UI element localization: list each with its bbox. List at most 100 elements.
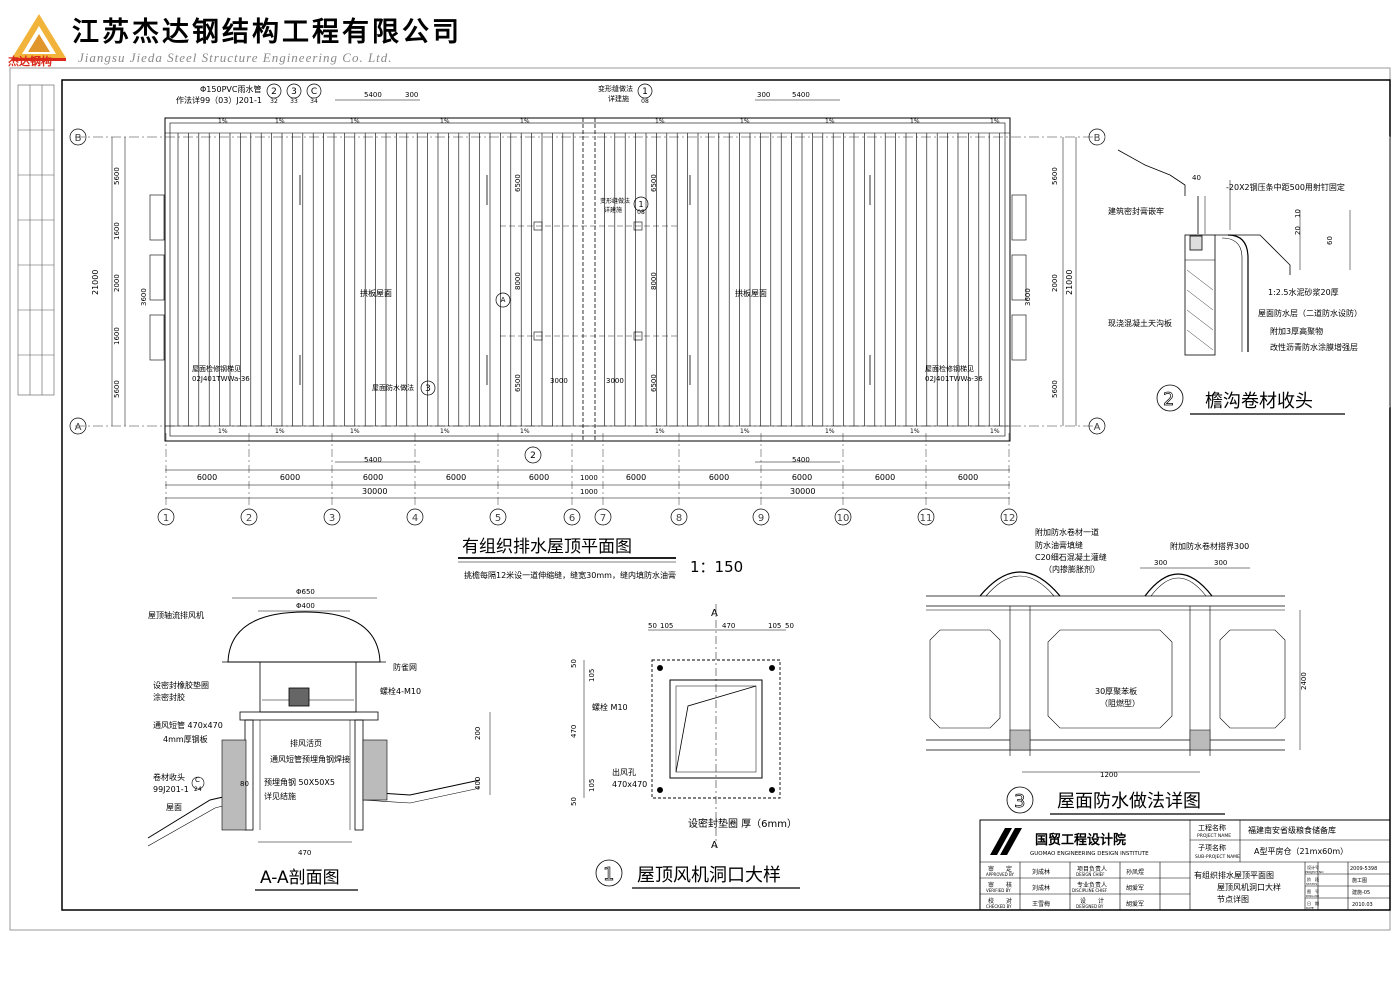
tb-verified-en: VERIFIED BY: [986, 888, 1011, 893]
dim-mid-8000: 8000: [514, 272, 522, 290]
callout-a-mid: A: [501, 296, 506, 304]
svg-text:1: 1: [163, 513, 169, 524]
detail-gutter-labels: 40 -20X2钢压条中距500用射钉固定 建筑密封膏嵌牢 20 10 60 1…: [1108, 174, 1362, 415]
axis-bubble-A: A: [1088, 417, 1106, 435]
tb-institute-en: GUOMAO ENGINEERING DESIGN INSTITUTE: [1030, 851, 1149, 857]
fo-d105-l: 105: [660, 622, 673, 630]
slope-label: 1%: [350, 118, 360, 125]
tb-checked-en: CHECKED BY: [986, 904, 1012, 909]
aa-d80: 80: [240, 780, 249, 788]
tb-dwg-label-en: DWG.NO: [1306, 894, 1320, 898]
slope-label: 1%: [440, 118, 450, 125]
roof-right-label: 拱板屋面: [735, 288, 767, 298]
axis-bubble-12: 12: [1000, 433, 1018, 526]
fo-side-50a: 50: [570, 659, 578, 668]
axis-bubble-5: 5: [489, 433, 507, 526]
pipe-label: Φ150PVC雨水管: [200, 84, 261, 94]
tb-status-label: 阶 段: [1307, 876, 1319, 882]
dim-top-300-a: 300: [405, 91, 418, 99]
roof-ribs: [177, 133, 1000, 426]
dim-mid-8000-b: 8000: [650, 272, 658, 290]
aa-roof: 屋面: [166, 803, 182, 812]
svg-text:9: 9: [758, 513, 764, 524]
title-block-text: 国贸工程设计院 GUOMAO ENGINEERING DESIGN INSTIT…: [986, 823, 1377, 910]
bay-dim-label: 6000: [363, 473, 383, 482]
dim-right-5600-b: 5600: [1051, 380, 1059, 398]
dim-total-right: 30000: [790, 487, 815, 496]
dim-top-300-b: 300: [757, 91, 770, 99]
tb-sub-label: 子项名称: [1198, 843, 1226, 852]
axis-bubble-3: 3: [323, 433, 341, 526]
svg-text:5: 5: [495, 513, 501, 524]
axis-bubble-11: 11: [917, 433, 935, 526]
callout-3: 3: [291, 87, 297, 97]
slope-label: 1%: [825, 428, 835, 435]
tb-status-label-en: STATUS: [1306, 882, 1317, 886]
slope-label: 1%: [275, 118, 285, 125]
tb-projno-label-en: PROJECT NO: [1305, 870, 1324, 874]
svg-text:10: 10: [837, 513, 850, 524]
tb-title1: 有组织排水屋顶平面图: [1194, 870, 1274, 880]
slope-label: 1%: [350, 428, 360, 435]
detail2-title: 檐沟卷材收头: [1205, 391, 1313, 412]
tb-project-label: 工程名称: [1198, 823, 1226, 832]
aa-mesh: 防雀网: [393, 662, 417, 672]
bay-dim-label: 6000: [197, 473, 217, 482]
detail-roof-labels: 附加防水卷材一道 防水油膏填缝 C20细石混凝土灌缝 （内掺膨胀剂） 附加防水卷…: [1006, 527, 1308, 815]
bay-dim-label: 6000: [875, 473, 895, 482]
slope-label: 1%: [218, 118, 228, 125]
slope-labels: 1%1%1%1%1%1%1%1%1%1%1%1%1%1%1%1%1%1%1%1%: [218, 118, 1000, 435]
detail-fan-opening: [583, 604, 786, 848]
bay-dim-label: 6000: [626, 473, 646, 482]
fo-side-50b: 50: [570, 797, 578, 806]
axis-bubble-9: 9: [752, 433, 770, 526]
slope-label: 1%: [218, 428, 228, 435]
aa-louver: 排风活页: [290, 738, 322, 748]
gutter-20: 20: [1294, 226, 1302, 235]
aa-d400: Φ400: [296, 602, 315, 610]
ladder-right-label: 屋面检修钢梯见: [925, 364, 974, 373]
fo-side-470: 470: [570, 725, 578, 738]
joint2-label: 变形缝做法: [600, 197, 630, 205]
rw-1200: 1200: [1100, 771, 1118, 779]
svg-text:B: B: [1094, 133, 1101, 144]
svg-text:3: 3: [329, 513, 335, 524]
aa-duct: 通风短管 470x470: [153, 720, 223, 730]
slope-label: 1%: [740, 428, 750, 435]
dim-left-5600-b: 5600: [113, 380, 121, 398]
rw-board: 30厚聚苯板: [1095, 686, 1137, 696]
bay-dim-label: 6000: [529, 473, 549, 482]
axis-bubble-2: 2: [240, 433, 258, 526]
aa-bolt: 螺栓4-M10: [380, 686, 421, 696]
aa-embed: 通风短管预埋角钢焊接: [270, 754, 350, 764]
bay-dim-label: 6000: [792, 473, 812, 482]
fo-mark-bottom: A: [711, 840, 718, 851]
plan-note: 挑檐每隔12米设一道伸缩缝，缝宽30mm，缝内填防水油膏: [464, 570, 676, 580]
detail1-number: 1: [603, 864, 614, 885]
tb-title2: 屋顶风机洞口大样: [1217, 882, 1281, 892]
tb-dwg-label: 图 号: [1307, 888, 1319, 894]
dim-right-2000: 2000: [1051, 274, 1059, 292]
tb-disc-en: DISCIPLINE CHIEF: [1072, 888, 1108, 893]
dim-mid-6500-b: 6500: [514, 374, 522, 392]
rw-edge: 附加防水卷材搭界300: [1170, 541, 1249, 551]
dim-left-5600-a: 5600: [113, 167, 121, 185]
gutter-extra2: 改性沥青防水涂膜增强层: [1270, 342, 1358, 352]
tb-sub-project: A型平房仓（21mx60m）: [1254, 846, 1348, 856]
plan-callouts: 2 3 C 32 33 34 1 08 1 08 3 2 A: [266, 83, 653, 464]
callout-2: 2: [271, 87, 277, 97]
fo-d50-l: 50: [648, 622, 657, 630]
dim-total-left: 30000: [362, 487, 387, 496]
plan-title-block: 有组织排水屋顶平面图 1：150 挑檐每隔12米设一道伸缩缝，缝宽30mm，缝内…: [458, 537, 743, 580]
joint2-ref-label: 详建施: [604, 206, 622, 214]
gutter-seal: 建筑密封膏嵌牢: [1108, 206, 1164, 216]
svg-text:2: 2: [246, 513, 252, 524]
svg-text:A: A: [75, 422, 82, 433]
dim-left-1600-a: 1600: [113, 222, 121, 240]
rw-add4: （内掺膨胀剂）: [1044, 564, 1100, 574]
svg-text:B: B: [75, 133, 82, 144]
tb-checked-name: 王雪梅: [1032, 900, 1050, 908]
dim-bot-5400-right: 5400: [792, 456, 810, 464]
